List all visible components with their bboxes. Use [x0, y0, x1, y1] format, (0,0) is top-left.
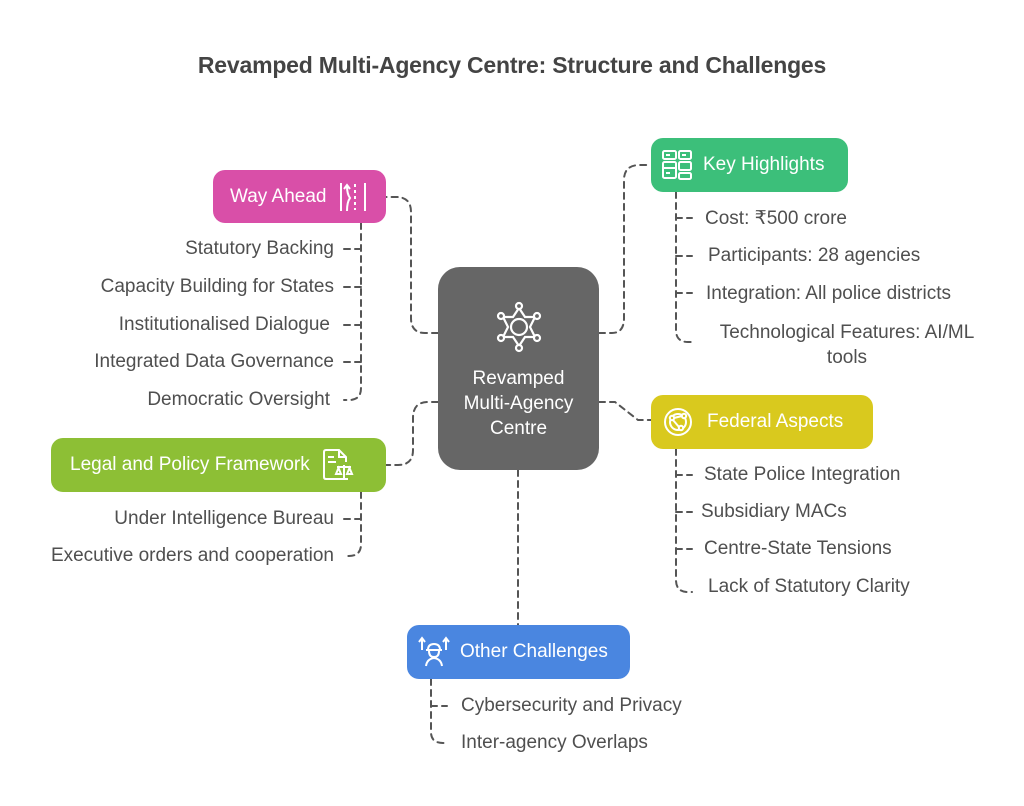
sheriff-star-network-icon: [496, 301, 541, 353]
branch-other-challenges-label: Other Challenges: [460, 641, 608, 662]
way-ahead-item: Integrated Data Governance: [94, 351, 334, 372]
network-globe-icon: [664, 408, 692, 436]
spine-other: [430, 678, 448, 744]
center-node: Revamped Multi-Agency Centre: [438, 267, 599, 470]
center-node-label: Revamped Multi-Agency Centre: [463, 368, 574, 439]
dashboard-layout-icon: [662, 150, 692, 180]
legal-policy-item: Under Intelligence Bureau: [114, 508, 334, 529]
federal-aspects-item: Centre-State Tensions: [704, 538, 892, 559]
legal-document-scales-icon: [322, 449, 354, 480]
winding-road-icon: [340, 182, 367, 211]
spine-federal: [675, 448, 693, 593]
worker-growth-icon: [418, 636, 450, 667]
spine-legal: [343, 491, 362, 557]
branch-legal-policy[interactable]: Legal and Policy Framework: [51, 438, 386, 492]
way-ahead-item: Statutory Backing: [185, 238, 334, 259]
other-challenges-item: Inter-agency Overlaps: [461, 732, 648, 753]
federal-aspects-item: State Police Integration: [704, 464, 901, 485]
way-ahead-item: Capacity Building for States: [100, 276, 334, 297]
way-ahead-item: Institutionalised Dialogue: [118, 314, 330, 335]
way-ahead-item: Democratic Oversight: [147, 389, 330, 410]
other-challenges-item: Cybersecurity and Privacy: [461, 695, 682, 716]
legal-policy-item: Executive orders and cooperation: [50, 545, 334, 566]
key-highlights-item: Cost: ₹500 crore: [705, 208, 847, 229]
branch-way-ahead[interactable]: Way Ahead: [213, 170, 386, 223]
key-highlights-item: Participants: 28 agencies: [708, 245, 921, 266]
key-highlights-item: Technological Features: AI/ML tools: [719, 322, 975, 368]
branch-legal-policy-label: Legal and Policy Framework: [70, 454, 310, 475]
connector-center-federal: [598, 401, 652, 421]
branch-federal-aspects-label: Federal Aspects: [707, 411, 844, 432]
branch-way-ahead-label: Way Ahead: [230, 185, 327, 207]
connector-center-legal: [385, 401, 439, 466]
branch-key-highlights-label: Key Highlights: [703, 154, 825, 175]
connector-center-key-highlights: [598, 164, 652, 334]
branch-federal-aspects[interactable]: Federal Aspects: [651, 395, 873, 449]
key-highlights-item: Integration: All police districts: [706, 283, 952, 304]
diagram-title: Revamped Multi-Agency Centre: Structure …: [197, 52, 827, 78]
federal-aspects-item: Subsidiary MACs: [701, 501, 847, 522]
branch-key-highlights[interactable]: Key Highlights: [651, 138, 848, 192]
connector-center-way-ahead: [385, 196, 439, 334]
spine-key-highlights: [675, 191, 693, 343]
spine-way-ahead: [343, 222, 362, 401]
federal-aspects-item: Lack of Statutory Clarity: [708, 576, 910, 597]
branch-other-challenges[interactable]: Other Challenges: [407, 625, 630, 679]
